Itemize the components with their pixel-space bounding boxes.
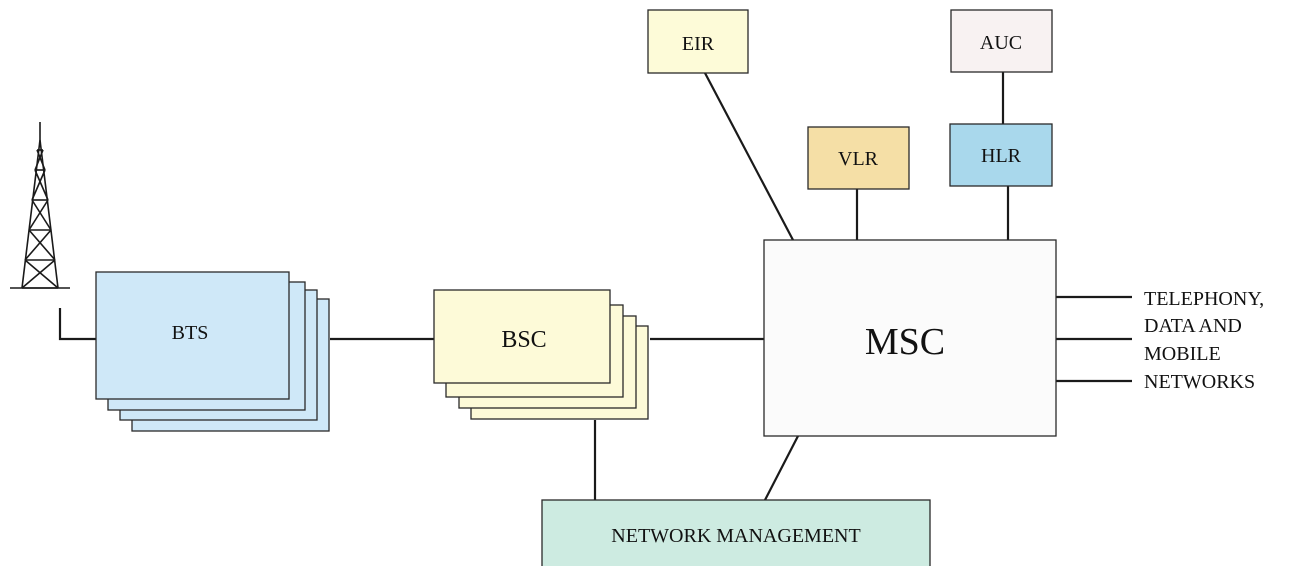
eir-label: EIR xyxy=(682,33,715,55)
external-line-1: TELEPHONY, xyxy=(1144,288,1264,310)
bsc-label: BSC xyxy=(501,327,546,353)
auc-box xyxy=(950,9,1053,73)
network-management-box xyxy=(541,499,931,566)
bts-stack: BTS xyxy=(95,271,330,432)
msc-box xyxy=(763,239,1057,437)
eir-box xyxy=(647,9,749,74)
network-management-node: NETWORK MANAGEMENT xyxy=(541,499,931,566)
hlr-box xyxy=(949,123,1053,187)
auc-node: AUC xyxy=(950,9,1053,73)
hlr-node: HLR xyxy=(949,123,1053,187)
external-line-2: DATA AND xyxy=(1144,315,1242,337)
vlr-box xyxy=(807,126,910,190)
bts-label: BTS xyxy=(172,322,209,344)
eir-node: EIR xyxy=(647,9,749,74)
network-management-label: NETWORK MANAGEMENT xyxy=(611,525,860,547)
antenna-tower-icon xyxy=(10,122,70,289)
msc-to-nm-line xyxy=(764,435,799,501)
msc-node: MSC xyxy=(763,239,1057,437)
antenna-to-bts-line xyxy=(58,308,96,341)
hlr-label: HLR xyxy=(981,145,1022,167)
external-networks-label: TELEPHONY, DATA AND MOBILE NETWORKS xyxy=(1144,288,1264,393)
eir-to-msc-line xyxy=(704,72,794,241)
bsc-box xyxy=(433,289,611,384)
vlr-node: VLR xyxy=(807,126,910,190)
bsc-stack: BSC xyxy=(433,289,649,420)
bts-box xyxy=(95,271,290,400)
auc-label: AUC xyxy=(980,32,1022,54)
external-line-3: MOBILE xyxy=(1144,343,1221,365)
vlr-label: VLR xyxy=(838,148,879,170)
connections xyxy=(58,72,1132,501)
external-line-4: NETWORKS xyxy=(1144,371,1255,393)
msc-label: MSC xyxy=(865,321,945,363)
